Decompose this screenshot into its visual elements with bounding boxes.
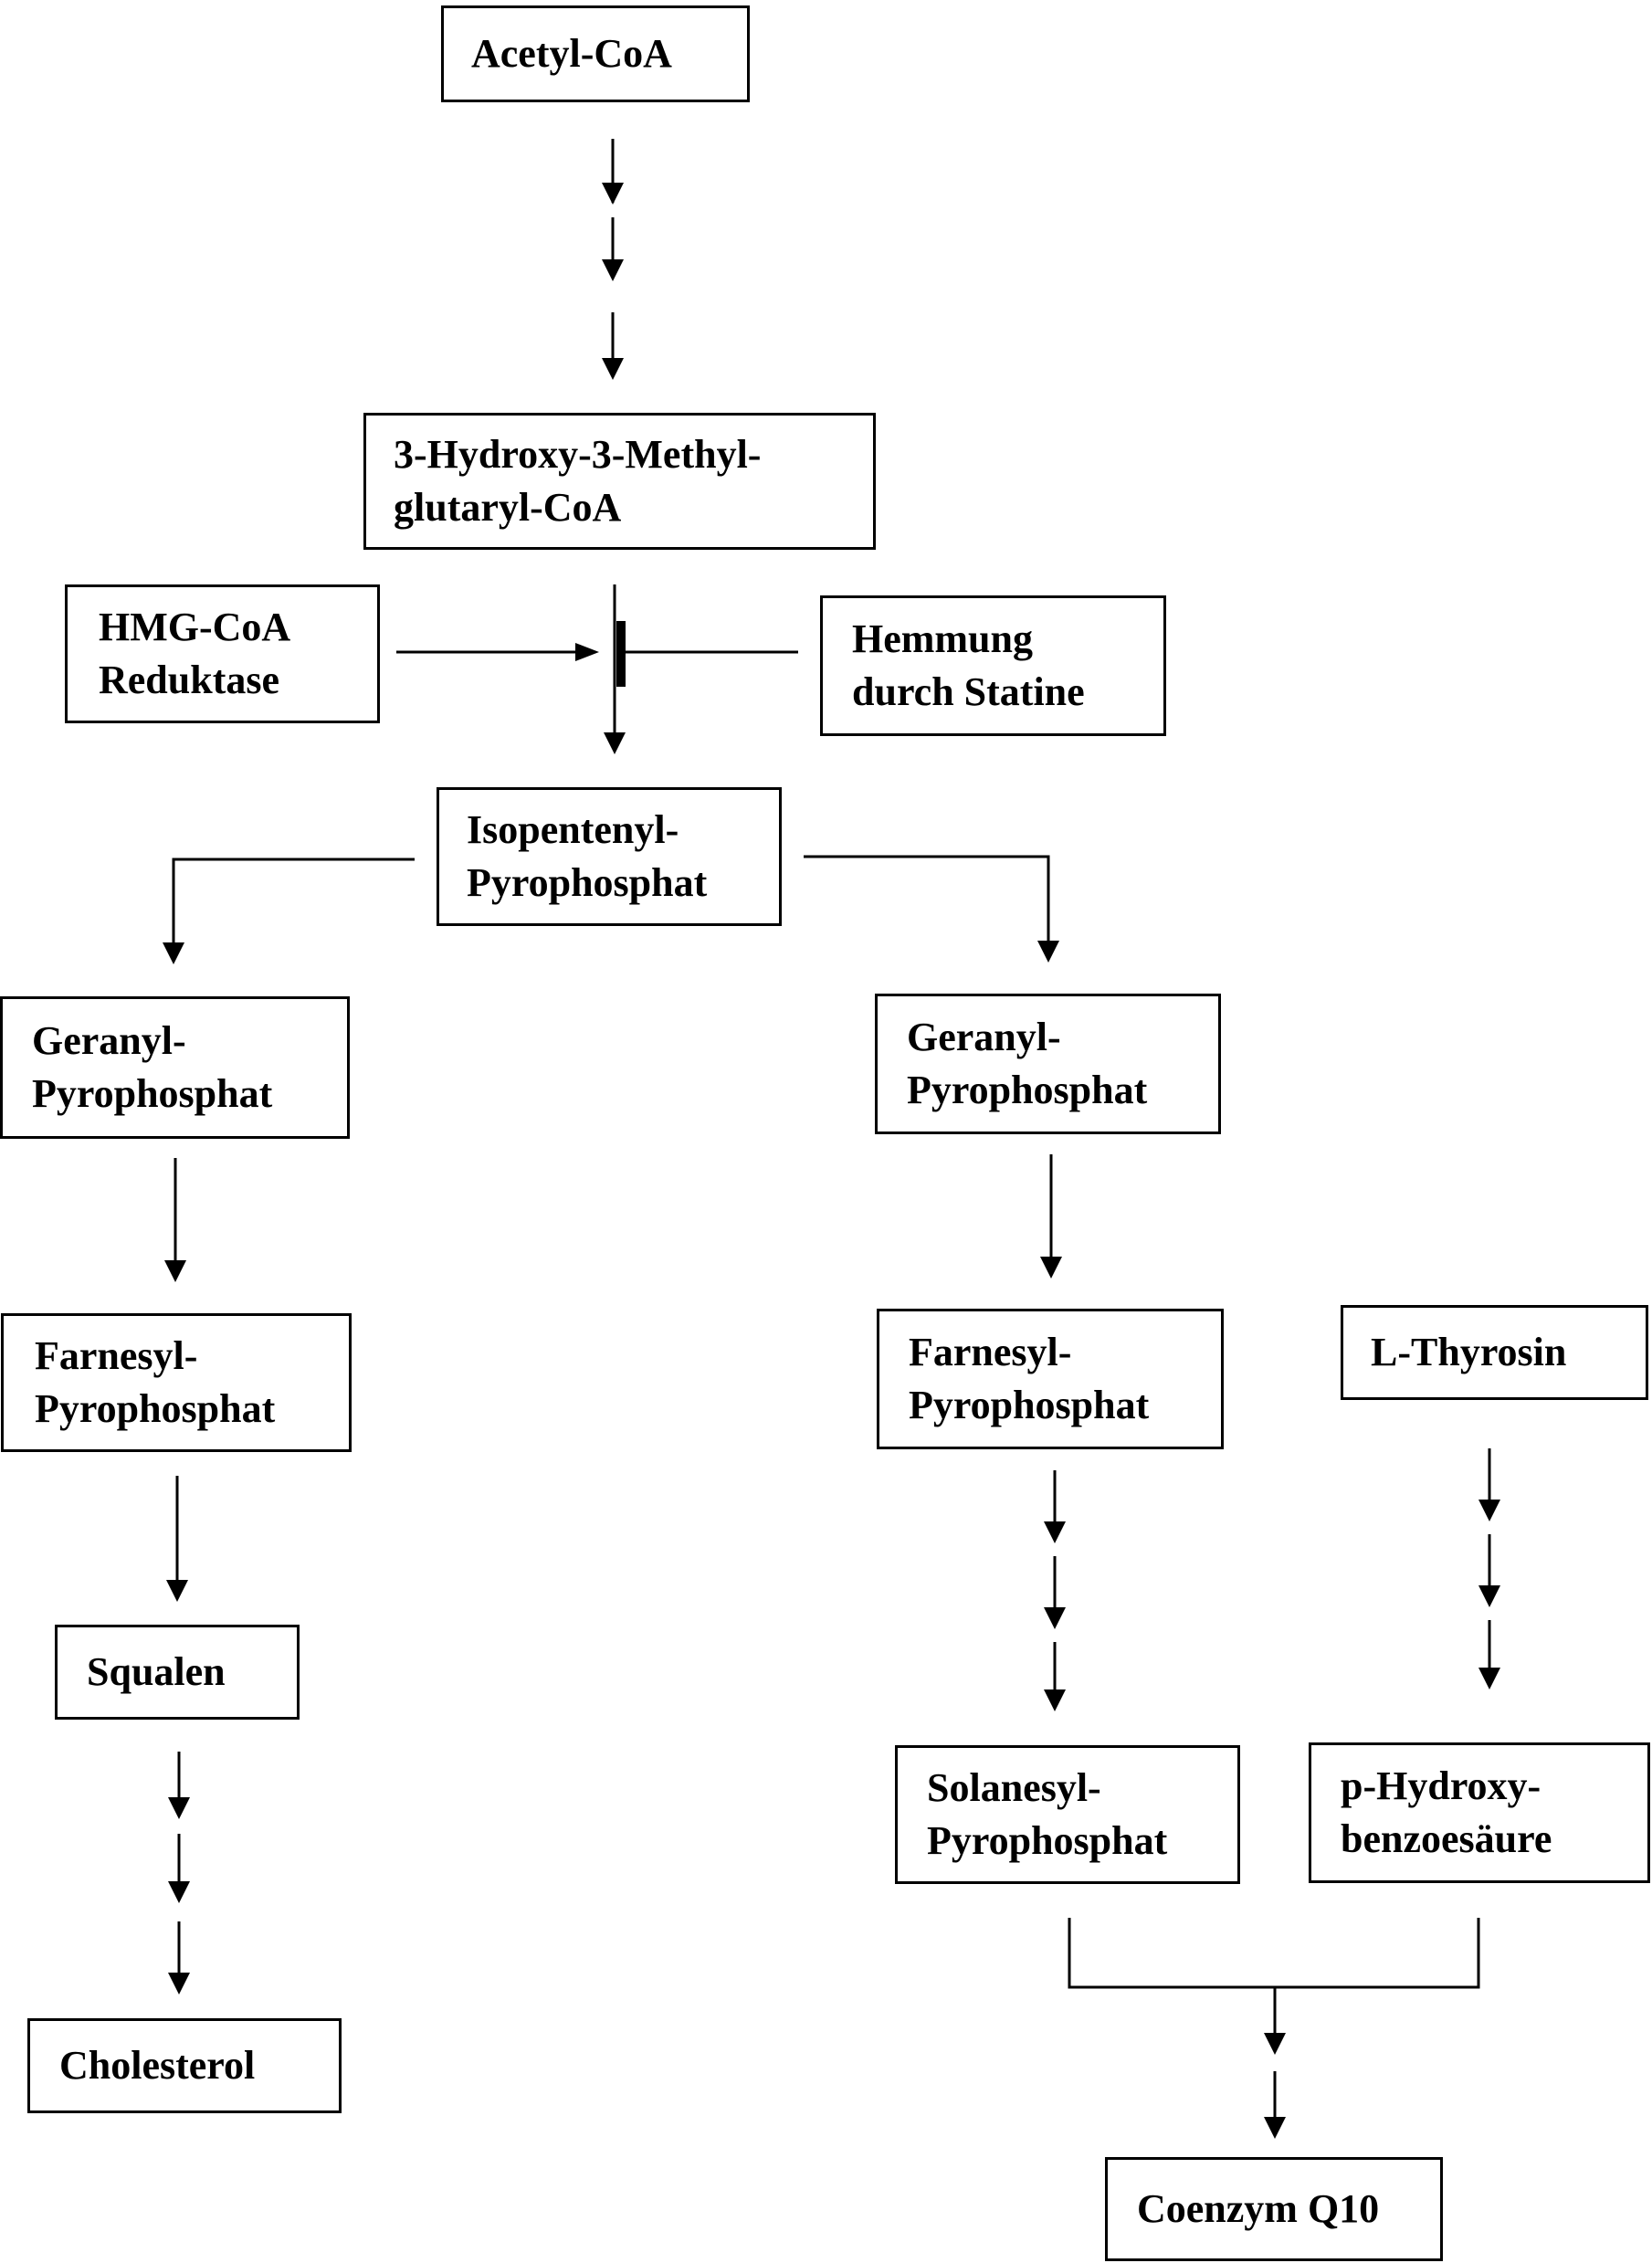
- node-geranyl-left-line-2: Pyrophosphat: [32, 1068, 347, 1121]
- node-isopentenyl-pyrophosphat: Isopentenyl- Pyrophosphat: [437, 787, 782, 926]
- node-geranyl-right-line-2: Pyrophosphat: [907, 1064, 1218, 1117]
- node-isopentenyl-line-2: Pyrophosphat: [467, 857, 779, 910]
- node-squalen-line-1: Squalen: [87, 1646, 297, 1699]
- arrow-farnesyl-to-solanesyl: [1044, 1470, 1066, 1711]
- node-isopentenyl-line-1: Isopentenyl-: [467, 804, 779, 857]
- arrow-geranyl-to-farnesyl-left: [164, 1158, 186, 1282]
- node-solanesyl-line-2: Pyrophosphat: [927, 1815, 1237, 1868]
- node-farnesyl-right-line-2: Pyrophosphat: [909, 1379, 1221, 1432]
- node-squalen: Squalen: [55, 1625, 300, 1720]
- node-l-thyrosin-line-1: L-Thyrosin: [1371, 1326, 1646, 1379]
- node-geranyl-pyrophosphat-right: Geranyl- Pyrophosphat: [875, 994, 1221, 1134]
- node-geranyl-left-line-1: Geranyl-: [32, 1015, 347, 1068]
- node-farnesyl-left-line-2: Pyrophosphat: [35, 1383, 349, 1436]
- arrow-thyrosin-to-phydroxy: [1478, 1448, 1500, 1689]
- arrow-geranyl-to-farnesyl-right: [1040, 1154, 1062, 1279]
- node-hmg-coa: 3-Hydroxy-3-Methyl- glutaryl-CoA: [363, 413, 876, 550]
- node-acetyl-coa: Acetyl-CoA: [441, 5, 750, 102]
- node-cholesterol-line-1: Cholesterol: [59, 2039, 339, 2092]
- node-hemmung-statine: Hemmung durch Statine: [820, 595, 1166, 736]
- node-farnesyl-pyrophosphat-left: Farnesyl- Pyrophosphat: [1, 1313, 352, 1452]
- merge-to-coenzym-q10: [1069, 1918, 1478, 2139]
- node-hemmung-statine-line-2: durch Statine: [852, 666, 1163, 719]
- branch-isopentenyl-left: [163, 859, 415, 964]
- node-solanesyl-pyrophosphat: Solanesyl- Pyrophosphat: [895, 1745, 1240, 1884]
- node-geranyl-pyrophosphat-left: Geranyl- Pyrophosphat: [0, 996, 350, 1139]
- node-hmg-coa-line-2: glutaryl-CoA: [394, 481, 873, 534]
- arrow-squalen-to-cholesterol: [168, 1752, 190, 1995]
- arrow-acetyl-to-hmg: [602, 139, 624, 380]
- node-l-thyrosin: L-Thyrosin: [1341, 1305, 1648, 1400]
- node-farnesyl-left-line-1: Farnesyl-: [35, 1330, 349, 1383]
- node-acetyl-coa-line-1: Acetyl-CoA: [471, 27, 747, 80]
- node-hmg-coa-reduktase-line-1: HMG-CoA: [99, 601, 377, 654]
- node-cholesterol: Cholesterol: [27, 2018, 342, 2113]
- node-hmg-coa-reduktase: HMG-CoA Reduktase: [65, 584, 380, 723]
- node-p-hydroxybenzoesaeure: p-Hydroxy- benzoesäure: [1309, 1742, 1650, 1883]
- arrow-farnesyl-to-squalen: [166, 1476, 188, 1602]
- node-geranyl-right-line-1: Geranyl-: [907, 1011, 1218, 1064]
- node-hmg-coa-reduktase-line-2: Reduktase: [99, 654, 377, 707]
- node-p-hydroxy-line-1: p-Hydroxy-: [1341, 1760, 1647, 1813]
- node-solanesyl-line-1: Solanesyl-: [927, 1762, 1237, 1815]
- node-coenzym-q10-line-1: Coenzym Q10: [1137, 2183, 1440, 2236]
- inhibition-bar: [616, 621, 626, 687]
- node-p-hydroxy-line-2: benzoesäure: [1341, 1813, 1647, 1866]
- node-farnesyl-pyrophosphat-right: Farnesyl- Pyrophosphat: [877, 1309, 1224, 1449]
- node-hemmung-statine-line-1: Hemmung: [852, 613, 1163, 666]
- branch-isopentenyl-right: [804, 857, 1059, 963]
- node-hmg-coa-line-1: 3-Hydroxy-3-Methyl-: [394, 428, 873, 481]
- node-farnesyl-right-line-1: Farnesyl-: [909, 1326, 1221, 1379]
- node-coenzym-q10: Coenzym Q10: [1105, 2157, 1443, 2261]
- arrow-reduktase-to-pathway: [396, 643, 599, 661]
